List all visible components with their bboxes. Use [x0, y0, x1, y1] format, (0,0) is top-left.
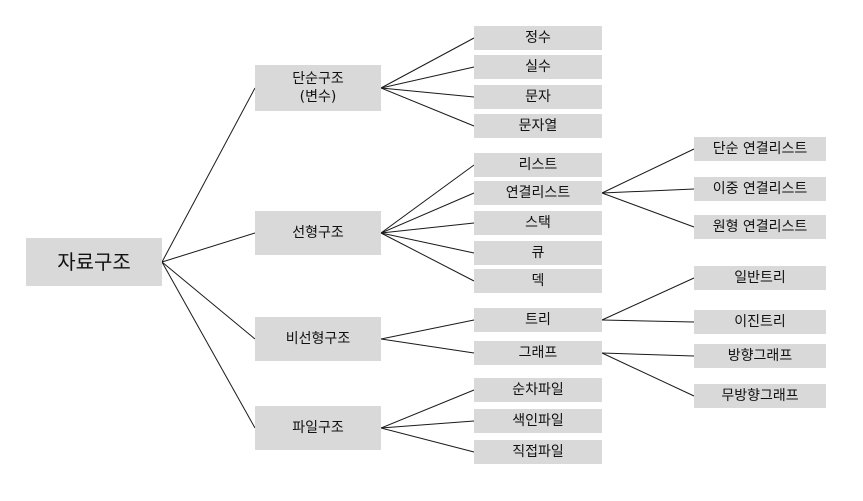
leaf-tree-label: 트리: [525, 312, 551, 328]
leaf-indexed-file: 색인파일: [474, 409, 602, 433]
leaf-list-label: 리스트: [518, 157, 558, 173]
category-file-label: 파일구조: [292, 420, 344, 436]
leaf-char-label: 문자: [525, 89, 551, 105]
leaf-sequential-file-label: 순차파일: [512, 382, 564, 398]
edge-tree-binary: [601, 319, 695, 323]
leaf-string: 문자열: [474, 114, 602, 138]
edge-simple-real: [380, 66, 475, 89]
leaf-circular-linked-list-label: 원형 연결리스트: [712, 219, 808, 235]
leaf-graph: 그래프: [474, 341, 602, 365]
category-simple-sublabel: (변수): [299, 89, 337, 105]
edge-linkedlist-singly: [601, 148, 695, 194]
leaf-directed-graph-label: 방향그래프: [727, 348, 793, 364]
leaf-deque-label: 덱: [531, 273, 545, 289]
leaf-list: 리스트: [474, 153, 602, 177]
edge-root-nonlinear: [161, 261, 256, 340]
edge-simple-integer: [380, 37, 475, 89]
leaf-char: 문자: [474, 85, 602, 109]
leaf-singly-linked-list: 단순 연결리스트: [694, 137, 826, 161]
leaf-doubly-linked-list: 이중 연결리스트: [694, 177, 826, 201]
leaf-circular-linked-list: 원형 연결리스트: [694, 215, 826, 239]
edge-nonlinear-tree: [380, 319, 475, 340]
leaf-integer: 정수: [474, 26, 602, 50]
edge-simple-string: [380, 87, 475, 127]
leaf-stack-label: 스택: [525, 215, 551, 231]
leaf-binary-tree-label: 이진트리: [734, 314, 786, 330]
category-linear-label: 선형구조: [292, 225, 344, 241]
category-file: 파일구조: [255, 406, 381, 450]
leaf-integer-label: 정수: [525, 30, 551, 46]
leaf-real: 실수: [474, 55, 602, 79]
leaf-general-tree-label: 일반트리: [734, 270, 786, 286]
leaf-indexed-file-label: 색인파일: [512, 413, 564, 429]
edge-root-simple: [161, 87, 256, 263]
leaf-tree: 트리: [474, 308, 602, 332]
leaf-graph-label: 그래프: [518, 345, 558, 361]
leaf-general-tree: 일반트리: [694, 266, 826, 290]
leaf-binary-tree: 이진트리: [694, 310, 826, 334]
edge-linkedlist-doubly: [601, 188, 695, 194]
edge-linear-list: [380, 164, 475, 234]
category-nonlinear-label: 비선형구조: [285, 331, 351, 347]
edge-root-linear: [161, 232, 256, 263]
leaf-direct-file: 직접파일: [474, 440, 602, 464]
edge-linear-queue: [380, 232, 475, 254]
leaf-real-label: 실수: [525, 59, 551, 75]
edge-graph-directed: [601, 352, 695, 357]
leaf-doubly-linked-list-label: 이중 연결리스트: [712, 181, 808, 197]
root-label: 자료구조: [57, 250, 131, 274]
category-linear: 선형구조: [255, 211, 381, 255]
edge-graph-undirected: [601, 352, 695, 397]
leaf-undirected-graph: 무방향그래프: [694, 384, 826, 408]
root-node: 자료구조: [26, 238, 162, 286]
category-simple: 단순구조 (변수): [255, 65, 381, 111]
edge-linear-deque: [380, 232, 475, 282]
edge-simple-char: [380, 87, 475, 98]
category-nonlinear: 비선형구조: [255, 317, 381, 361]
edge-file-direct: [380, 427, 475, 453]
leaf-deque: 덱: [474, 269, 602, 293]
edge-file-indexed: [380, 420, 475, 429]
leaf-queue-label: 큐: [531, 245, 545, 261]
edge-linear-linkedlist: [380, 192, 475, 234]
leaf-queue: 큐: [474, 241, 602, 265]
leaf-stack: 스택: [474, 211, 602, 235]
leaf-direct-file-label: 직접파일: [512, 444, 564, 460]
leaf-sequential-file: 순차파일: [474, 378, 602, 402]
leaf-undirected-graph-label: 무방향그래프: [721, 388, 799, 404]
leaf-singly-linked-list-label: 단순 연결리스트: [712, 141, 808, 157]
leaf-directed-graph: 방향그래프: [694, 344, 826, 368]
edge-tree-general: [601, 277, 695, 321]
leaf-linked-list-label: 연결리스트: [505, 185, 571, 201]
leaf-linked-list: 연결리스트: [474, 181, 602, 205]
category-simple-label: 단순구조: [292, 71, 344, 87]
edge-nonlinear-graph: [380, 338, 475, 354]
edge-root-file: [161, 261, 256, 429]
edge-file-sequential: [380, 389, 475, 429]
edge-linear-stack: [380, 222, 475, 234]
leaf-string-label: 문자열: [518, 118, 558, 134]
edge-linkedlist-circular: [601, 192, 695, 228]
